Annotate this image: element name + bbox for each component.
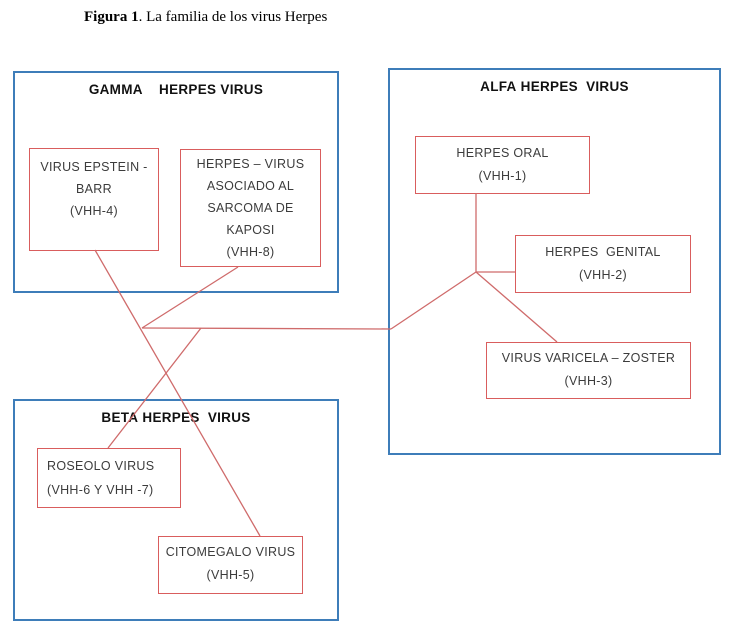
node-herpes-genital: HERPES GENITAL (VHH-2) [515,235,691,293]
node-text-line: CITOMEGALO VIRUS [165,545,296,559]
node-text-line: (VHH-5) [206,568,255,582]
node-text-line: (VHH-4) [70,204,118,218]
node-text-line: BARR [76,182,112,196]
node-text-line: HERPES – VIRUS [196,157,305,171]
connector-gamma-hub-to-alfa [141,327,392,330]
node-text-line: SARCOMA DE [207,201,294,215]
node-text-line: VIRUS VARICELA – ZOSTER [501,351,676,365]
node-virus-epstein-barr: VIRUS EPSTEIN - BARR (VHH-4) [29,148,159,251]
node-text-line: ASOCIADO AL [206,179,295,193]
node-text-line: (VHH-1) [478,169,527,183]
node-herpes-virus-sarcoma-kaposi: HERPES – VIRUS ASOCIADO AL SARCOMA DE KA… [180,149,321,267]
node-text-line: KAPOSI [226,223,275,237]
node-citomegalo-virus: CITOMEGALO VIRUS (VHH-5) [158,536,303,594]
node-text-line: ROSEOLO VIRUS [47,459,155,473]
group-title-alfa: ALFA HERPES VIRUS [480,79,629,94]
node-virus-varicela-zoster: VIRUS VARICELA – ZOSTER (VHH-3) [486,342,691,399]
node-herpes-oral: HERPES ORAL (VHH-1) [415,136,590,194]
group-title-beta: BETA HERPES VIRUS [101,410,251,425]
node-text-line: HERPES GENITAL [545,245,661,259]
figure-caption: Figura 1. La familia de los virus Herpes [84,9,327,26]
node-text-line: (VHH-3) [564,374,613,388]
node-text-line: (VHH-6 Y VHH -7) [47,483,154,497]
node-text-line: (VHH-8) [226,245,275,259]
group-title-gamma: GAMMA HERPES VIRUS [88,82,264,97]
node-text-line: (VHH-2) [579,268,627,282]
figure-caption-number: Figura 1 [84,9,139,25]
node-roseolo-virus: ROSEOLO VIRUS (VHH-6 Y VHH -7) [37,448,181,508]
figure-caption-text: . La familia de los virus Herpes [138,9,328,25]
node-text-line: VIRUS EPSTEIN - [40,160,148,174]
node-text-line: HERPES ORAL [456,146,549,160]
